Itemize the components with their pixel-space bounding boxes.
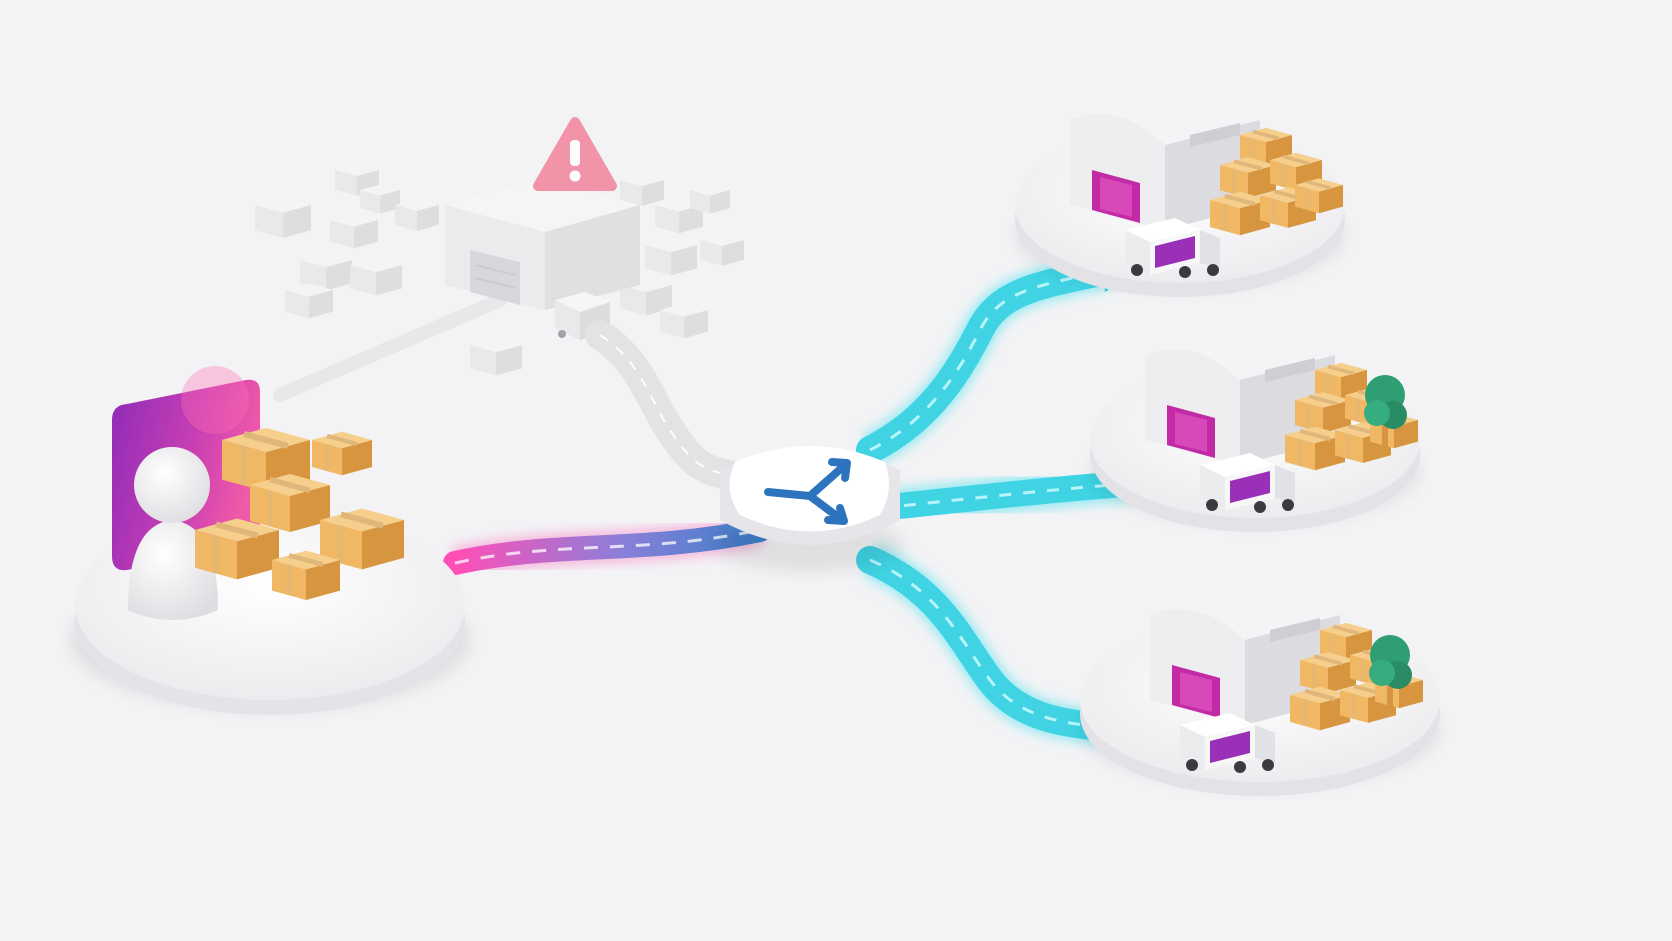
delivery-truck-icon xyxy=(1200,453,1295,513)
tree-icon xyxy=(1364,375,1407,455)
ghost-parcel xyxy=(285,283,333,319)
ghost-parcel xyxy=(395,198,439,231)
split-arrows-icon xyxy=(764,458,851,525)
origin-parcels xyxy=(195,427,404,600)
ghost-parcel xyxy=(620,173,664,206)
parcel-box xyxy=(1285,426,1345,471)
tree-icon xyxy=(1369,635,1412,715)
parcel-box xyxy=(320,508,404,570)
parcel-box xyxy=(1290,686,1350,731)
incoming-route xyxy=(443,514,772,579)
ghost-parcel xyxy=(350,257,402,296)
parcel-box xyxy=(250,474,330,532)
warning-triangle-icon xyxy=(533,117,617,191)
ghost-road xyxy=(585,320,745,490)
ghost-parcel xyxy=(300,252,352,291)
delivery-truck-icon xyxy=(1125,218,1220,278)
faded-road xyxy=(273,293,507,402)
parcel-box xyxy=(1260,187,1316,228)
ghost-parcel xyxy=(470,337,522,376)
ghost-parcel xyxy=(660,303,708,339)
parcel-box xyxy=(195,518,279,580)
origin-platform xyxy=(70,366,470,715)
parcel-box xyxy=(1210,191,1270,236)
ghost-parcel xyxy=(700,233,744,266)
ghost-parcel xyxy=(645,237,697,276)
parcel-box xyxy=(1295,392,1351,433)
destination-1 xyxy=(1015,95,1345,297)
ghost-parcel xyxy=(255,197,311,238)
parcel-box xyxy=(312,431,372,476)
ghost-parcel xyxy=(690,184,730,214)
ghost-parcel xyxy=(620,277,672,316)
ghost-parcel xyxy=(330,213,378,249)
ghost-parcel xyxy=(360,184,400,214)
destinations xyxy=(1015,95,1440,796)
parcel-box xyxy=(1300,652,1356,693)
router-hub xyxy=(715,446,905,571)
blocked-warehouse xyxy=(445,180,640,310)
ghost-box-group xyxy=(255,163,744,376)
blocked-warehouse-cluster xyxy=(255,117,745,490)
destination-3 xyxy=(1080,590,1440,796)
parcel-box xyxy=(1295,178,1343,214)
parcel-box xyxy=(272,550,340,600)
delivery-truck-icon xyxy=(1180,713,1275,773)
destination-2 xyxy=(1090,330,1420,532)
parcel-box xyxy=(1220,157,1276,198)
